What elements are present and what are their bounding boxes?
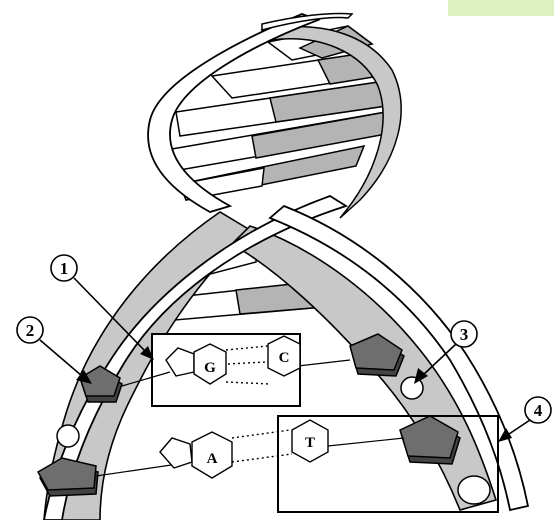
bond-c-sugar3 [298, 360, 350, 366]
cytosine-label: C [279, 350, 290, 366]
corner-accent [448, 0, 554, 16]
svg-text:2: 2 [26, 321, 35, 340]
thymine-label: T [305, 435, 315, 451]
guanine-label: G [204, 360, 216, 376]
bond-t-sugar4 [328, 438, 404, 446]
svg-text:4: 4 [534, 401, 543, 420]
at-hydrogen-bonds [232, 430, 292, 462]
bond-sugar2-a [96, 464, 178, 476]
adenine-label: A [207, 451, 218, 467]
phosphate-bottom-right [458, 476, 490, 504]
svg-text:3: 3 [460, 325, 469, 344]
callout-4: 4 [498, 397, 551, 442]
phosphate-left [57, 425, 79, 447]
sugar-2 [38, 458, 98, 496]
helix-upper [148, 13, 401, 218]
callout-2: 2 [17, 317, 92, 384]
adenine-pentagon [160, 438, 192, 468]
svg-text:1: 1 [60, 259, 69, 278]
